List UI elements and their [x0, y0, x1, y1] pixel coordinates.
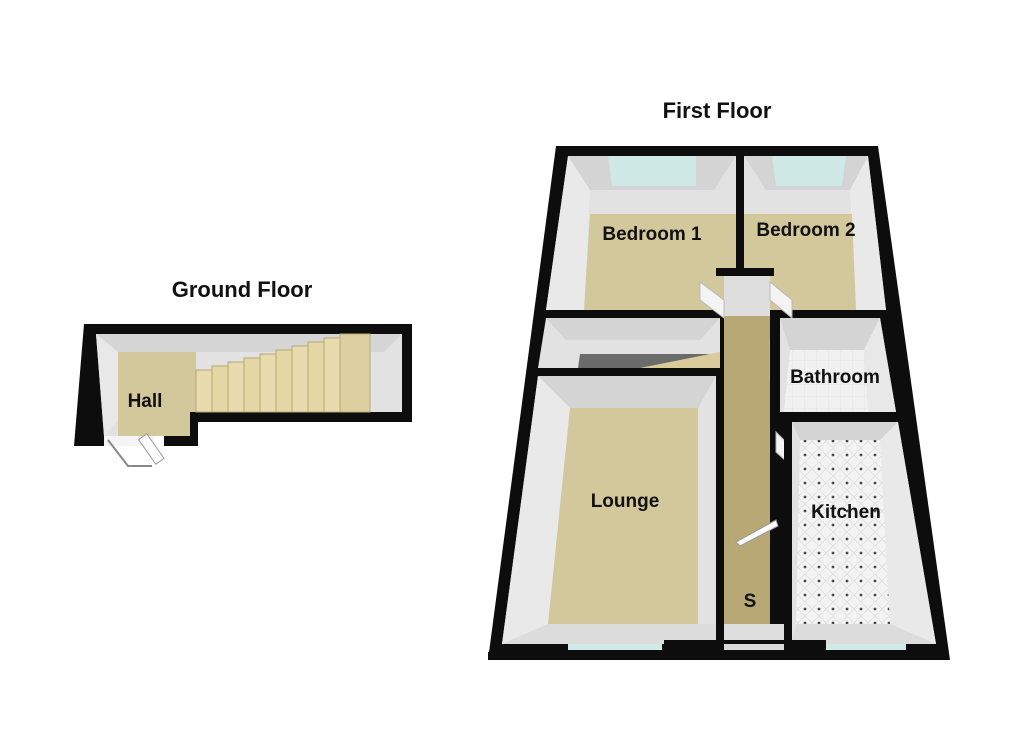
first-floor: First Floor [488, 98, 950, 660]
bedroom-1 [546, 146, 736, 310]
lounge [502, 376, 716, 650]
lounge-window [568, 644, 662, 650]
corridor-right-wall [770, 316, 780, 412]
bedroom-2-window [772, 156, 846, 186]
upper-landing [538, 318, 720, 368]
room-label-hall: Hall [128, 391, 163, 412]
bedroom-1-door [699, 281, 725, 319]
bedroom-2 [744, 146, 886, 310]
kitchen-window [826, 644, 906, 650]
bedroom-bottom-wall [540, 310, 724, 318]
ground-floor-title: Ground Floor [172, 277, 313, 302]
hall-carpet [118, 352, 196, 436]
ground-floor: Ground Floor Hall [74, 277, 412, 467]
lounge-top-wall [534, 368, 724, 376]
storage-door [735, 519, 779, 547]
room-label-bedroom-1: Bedroom 1 [602, 224, 702, 245]
room-label-lounge: Lounge [591, 491, 660, 512]
room-label-kitchen: Kitchen [811, 502, 881, 523]
room-label-bathroom: Bathroom [790, 367, 880, 388]
hall-entrance-door [104, 433, 165, 467]
room-label-bedroom-2: Bedroom 2 [756, 220, 855, 241]
bedroom-divider-wall [736, 146, 744, 276]
bathroom-kitchen-wall [776, 412, 900, 422]
bathroom [780, 318, 896, 412]
bedroom-1-window [608, 156, 696, 186]
corridor-left-wall [716, 368, 724, 648]
first-floor-title: First Floor [663, 98, 772, 123]
room-label-storage: S [744, 591, 757, 612]
kitchen [792, 422, 936, 650]
ground-staircase [195, 333, 371, 413]
ground-wall-face-left [96, 334, 118, 436]
